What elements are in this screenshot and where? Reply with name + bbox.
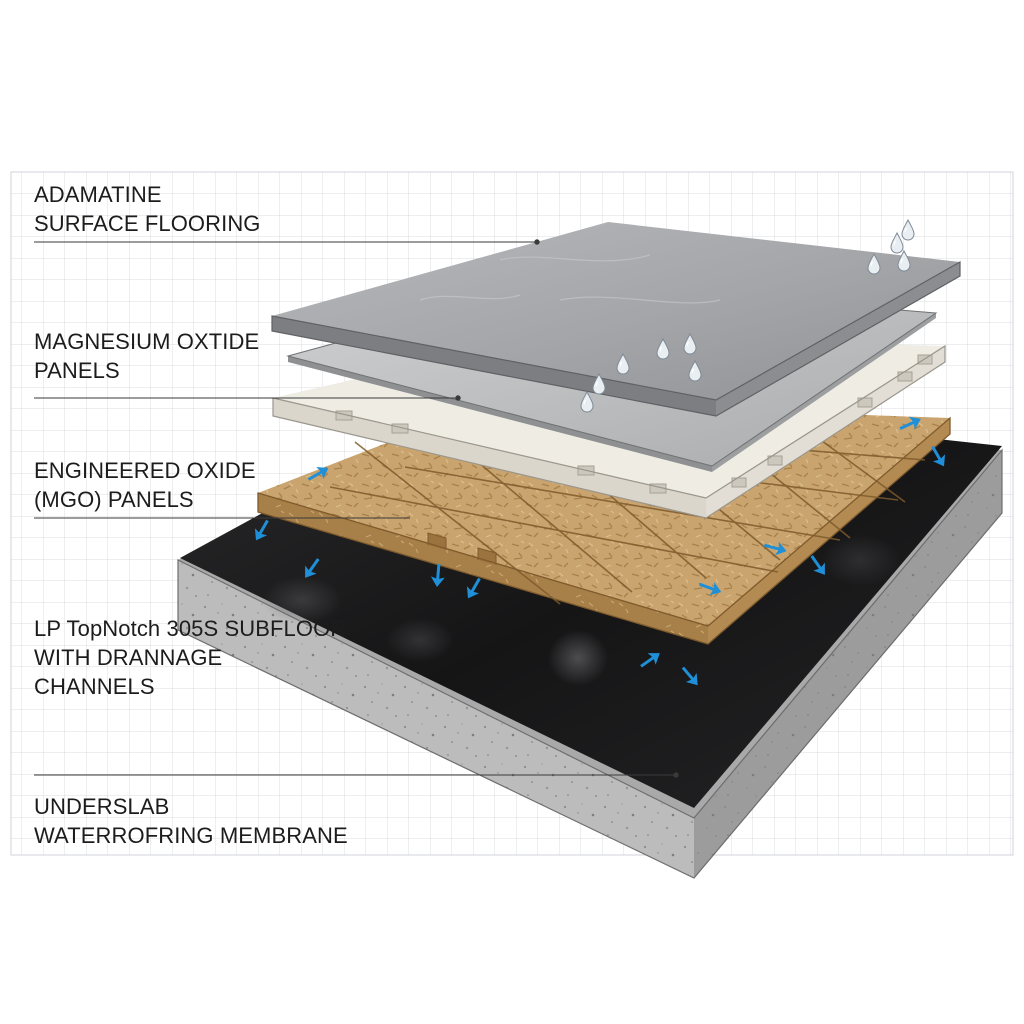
label-surface-flooring-line1: ADAMATINE [34,182,162,207]
leader-dot [455,395,461,401]
surface-flooring-layer [271,222,961,417]
label-engineered-oxide-line2: (MGO) PANELS [34,487,194,512]
leader-dot [673,772,679,778]
leader-lines [34,239,679,778]
label-subfloor: LP TopNotch 305S SUBFLOOR WITH DRANNAGE … [34,614,346,701]
label-engineered-oxide-line1: ENGINEERED OXIDE [34,458,256,483]
label-magnesium-oxide-line2: PANELS [34,358,120,383]
label-magnesium-oxide-line1: MAGNESIUM OXTIDE [34,329,260,354]
label-magnesium-oxide-panels: MAGNESIUM OXTIDE PANELS [34,327,259,385]
label-underslab-line1: UNDERSLAB [34,794,170,819]
label-engineered-oxide-panels: ENGINEERED OXIDE (MGO) PANELS [34,456,256,514]
label-subfloor-line1: LP TopNotch 305S SUBFLOOR [34,616,347,641]
label-subfloor-line2: WITH DRANNAGE [34,645,223,670]
label-underslab-membrane: UNDERSLAB WATERROFRING MEMBRANE [34,792,348,850]
label-surface-flooring-line2: SURFACE FLOORING [34,211,261,236]
leader-dot [534,239,540,245]
label-underslab-line2: WATERROFRING MEMBRANE [34,823,348,848]
label-surface-flooring: ADAMATINE SURFACE FLOORING [34,180,261,238]
label-subfloor-line3: CHANNELS [34,674,155,699]
